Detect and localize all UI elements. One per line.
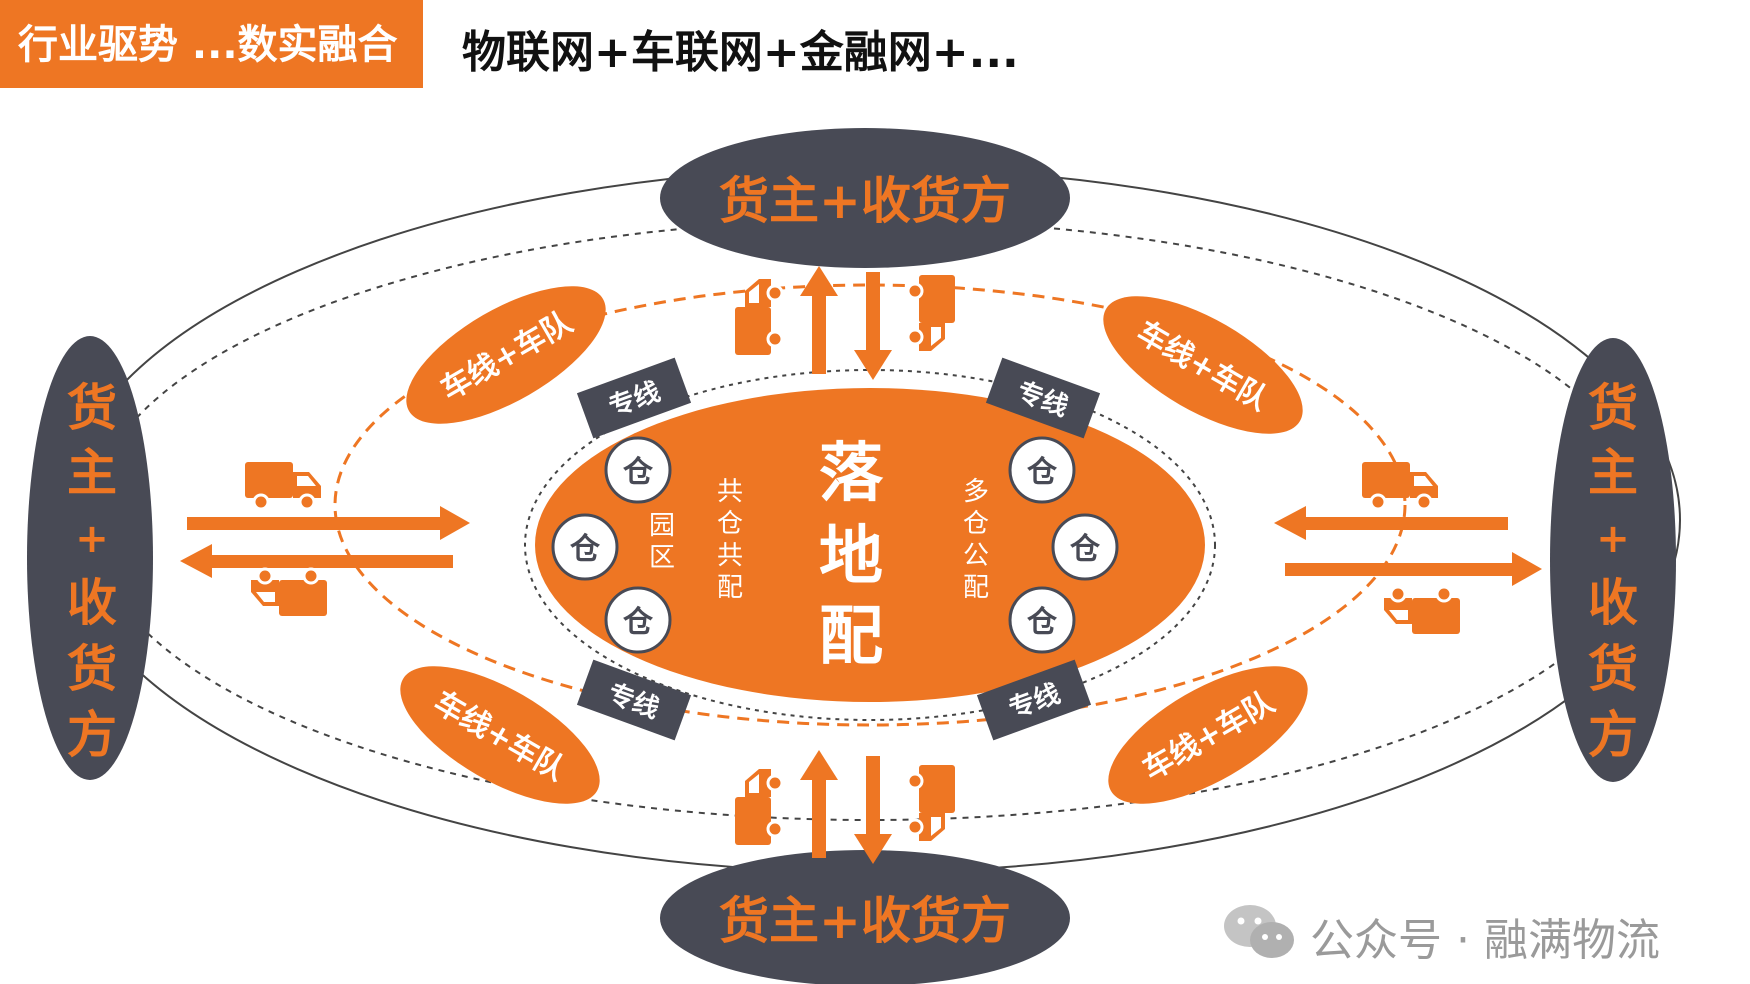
header-banner: 行业驱势 ...数实融合 bbox=[0, 0, 423, 88]
label-gongcang: 共 bbox=[717, 477, 743, 507]
header-subtitle: 物联网+车联网+金融网+... bbox=[462, 27, 1019, 78]
label-gongcang: 配 bbox=[717, 573, 743, 603]
label-gongcang: 共 bbox=[717, 541, 743, 571]
label-yuanqu: 园 bbox=[649, 511, 675, 541]
zhuanxian-tag: 专线 bbox=[985, 357, 1101, 439]
zhuanxian-tag: 专线 bbox=[976, 659, 1092, 741]
svg-text:货: 货 bbox=[67, 379, 117, 437]
svg-text:货主+收货方: 货主+收货方 bbox=[719, 892, 1011, 950]
svg-text:仓: 仓 bbox=[623, 605, 654, 640]
truck-icon bbox=[243, 460, 323, 511]
arrow-icon bbox=[800, 266, 838, 374]
label-duocang: 仓 bbox=[963, 509, 989, 539]
warehouse-icon: 仓 bbox=[551, 513, 619, 581]
truck-icon bbox=[906, 273, 957, 353]
svg-text:主: 主 bbox=[1588, 444, 1638, 502]
arrow-icon bbox=[854, 272, 892, 380]
warehouse-icon: 仓 bbox=[1008, 436, 1076, 504]
truck-icon bbox=[1360, 460, 1440, 511]
watermark-text: 公众号 · 融满物流 bbox=[1310, 915, 1660, 966]
truck-icon bbox=[906, 763, 957, 843]
route-fleet-oval: 车线+车队 bbox=[1108, 666, 1308, 804]
svg-text:方: 方 bbox=[67, 706, 117, 764]
middle-ring bbox=[333, 283, 1407, 727]
header-title: 行业驱势 ...数实融合 bbox=[18, 22, 398, 68]
arrow-icon bbox=[1274, 506, 1508, 540]
svg-text:仓: 仓 bbox=[1027, 455, 1058, 490]
arrow-icon bbox=[1285, 552, 1542, 586]
bottom-shipper-node: 货主+收货方 bbox=[660, 850, 1070, 984]
label-duocang: 公 bbox=[963, 541, 989, 571]
warehouse-icon: 仓 bbox=[604, 436, 672, 504]
zhuanxian-tag: 专线 bbox=[576, 659, 692, 741]
right-shipper-node: 货 主 + 收 货 方 bbox=[1550, 338, 1676, 782]
svg-text:收: 收 bbox=[67, 574, 117, 632]
top-shipper-node: 货主+收货方 bbox=[660, 128, 1070, 268]
svg-text:方: 方 bbox=[1588, 706, 1638, 764]
truck-icon bbox=[249, 567, 329, 618]
svg-text:仓: 仓 bbox=[570, 532, 601, 567]
svg-text:货主+收货方: 货主+收货方 bbox=[719, 172, 1011, 230]
label-gongcang: 仓 bbox=[717, 509, 743, 539]
arrow-icon bbox=[180, 544, 453, 578]
svg-text:货: 货 bbox=[67, 640, 117, 698]
svg-text:仓: 仓 bbox=[623, 455, 654, 490]
svg-text:仓: 仓 bbox=[1027, 605, 1058, 640]
center-title-char: 地 bbox=[819, 520, 883, 594]
zhuanxian-tag: 专线 bbox=[576, 357, 692, 439]
label-duocang: 多 bbox=[963, 477, 989, 507]
watermark: 公众号 · 融满物流 bbox=[1220, 896, 1750, 966]
arrow-icon bbox=[854, 756, 892, 864]
svg-text:仓: 仓 bbox=[1070, 532, 1101, 567]
warehouse-icon: 仓 bbox=[1051, 513, 1119, 581]
svg-text:货: 货 bbox=[1588, 379, 1638, 437]
inner-dashed-ring bbox=[524, 369, 1216, 721]
truck-icon bbox=[1382, 585, 1462, 636]
route-fleet-oval: 车线+车队 bbox=[1103, 296, 1303, 434]
label-yuanqu: 区 bbox=[649, 543, 675, 573]
center-title-char: 配 bbox=[819, 600, 883, 674]
left-shipper-node: 货 主 + 收 货 方 bbox=[27, 336, 153, 780]
label-duocang: 配 bbox=[963, 573, 989, 603]
arrow-icon bbox=[800, 750, 838, 858]
warehouse-icon: 仓 bbox=[1008, 586, 1076, 654]
warehouse-icon: 仓 bbox=[604, 586, 672, 654]
arrow-icon bbox=[187, 506, 470, 540]
wechat-icon bbox=[1224, 905, 1294, 958]
svg-text:+: + bbox=[75, 516, 109, 562]
svg-text:收: 收 bbox=[1588, 574, 1638, 632]
center-title-char: 落 bbox=[819, 437, 884, 511]
svg-text:货: 货 bbox=[1588, 640, 1638, 698]
route-fleet-oval: 车线+车队 bbox=[400, 666, 600, 804]
svg-text:主: 主 bbox=[67, 444, 117, 502]
truck-icon bbox=[733, 767, 784, 847]
svg-text:+: + bbox=[1596, 516, 1630, 562]
